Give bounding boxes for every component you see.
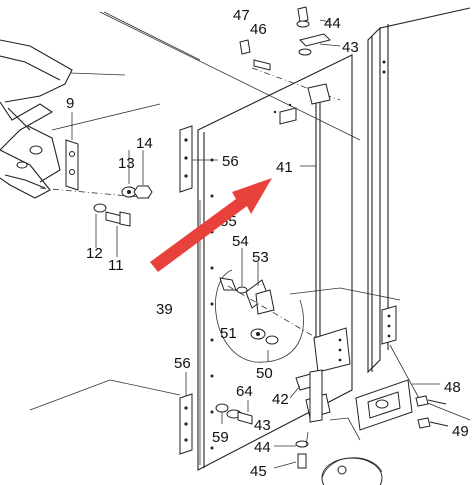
callout-46: 46 [250,21,267,38]
callout-49: 49 [452,423,469,440]
callout-56: 56 [222,153,239,170]
callout-13: 13 [118,155,135,172]
callout-42: 42 [272,391,289,408]
callout-54: 54 [232,233,249,250]
callout-39: 39 [156,301,173,318]
callout-43: 43 [342,39,359,56]
round-cover [321,417,383,485]
lower-bracket-42 [289,327,351,423]
callout-14: 14 [136,135,153,152]
callout-50: 50 [256,365,273,382]
right-frame [367,7,471,421]
callout-9: 9 [66,95,74,112]
callout-48: 48 [444,379,461,396]
lock-plate-48 [355,379,440,431]
callout-41: 41 [276,159,293,176]
red-pointer-arrow [150,178,272,272]
callout-11: 11 [108,257,124,274]
callout-12: 12 [86,245,103,262]
callout-44: 44 [324,15,341,32]
callout-labels: 47 46 44 43 9 14 13 56 41 12 11 55 54 53… [66,7,469,480]
fasteners-left [39,150,153,257]
callout-51: 51 [220,325,237,342]
rod-part-41 [300,92,321,350]
hinge-part-56-top [179,125,218,193]
callout-56-lower: 56 [174,355,191,372]
callout-43-lower: 43 [254,417,271,434]
top-fittings [239,6,341,125]
callout-59: 59 [212,429,229,446]
callout-53: 53 [252,249,269,266]
lower-fittings [215,400,309,469]
hinge-part-56-bottom [179,372,193,455]
bracket-part-9 [65,112,79,191]
callout-64: 64 [236,383,253,400]
callout-44-lower: 44 [254,439,271,456]
latch-assembly [215,248,321,363]
callout-45: 45 [250,463,267,480]
upper-left-mechanism [0,39,126,199]
door-panel-39 [197,54,353,471]
callout-47: 47 [233,7,250,24]
bolts-49 [415,395,449,429]
